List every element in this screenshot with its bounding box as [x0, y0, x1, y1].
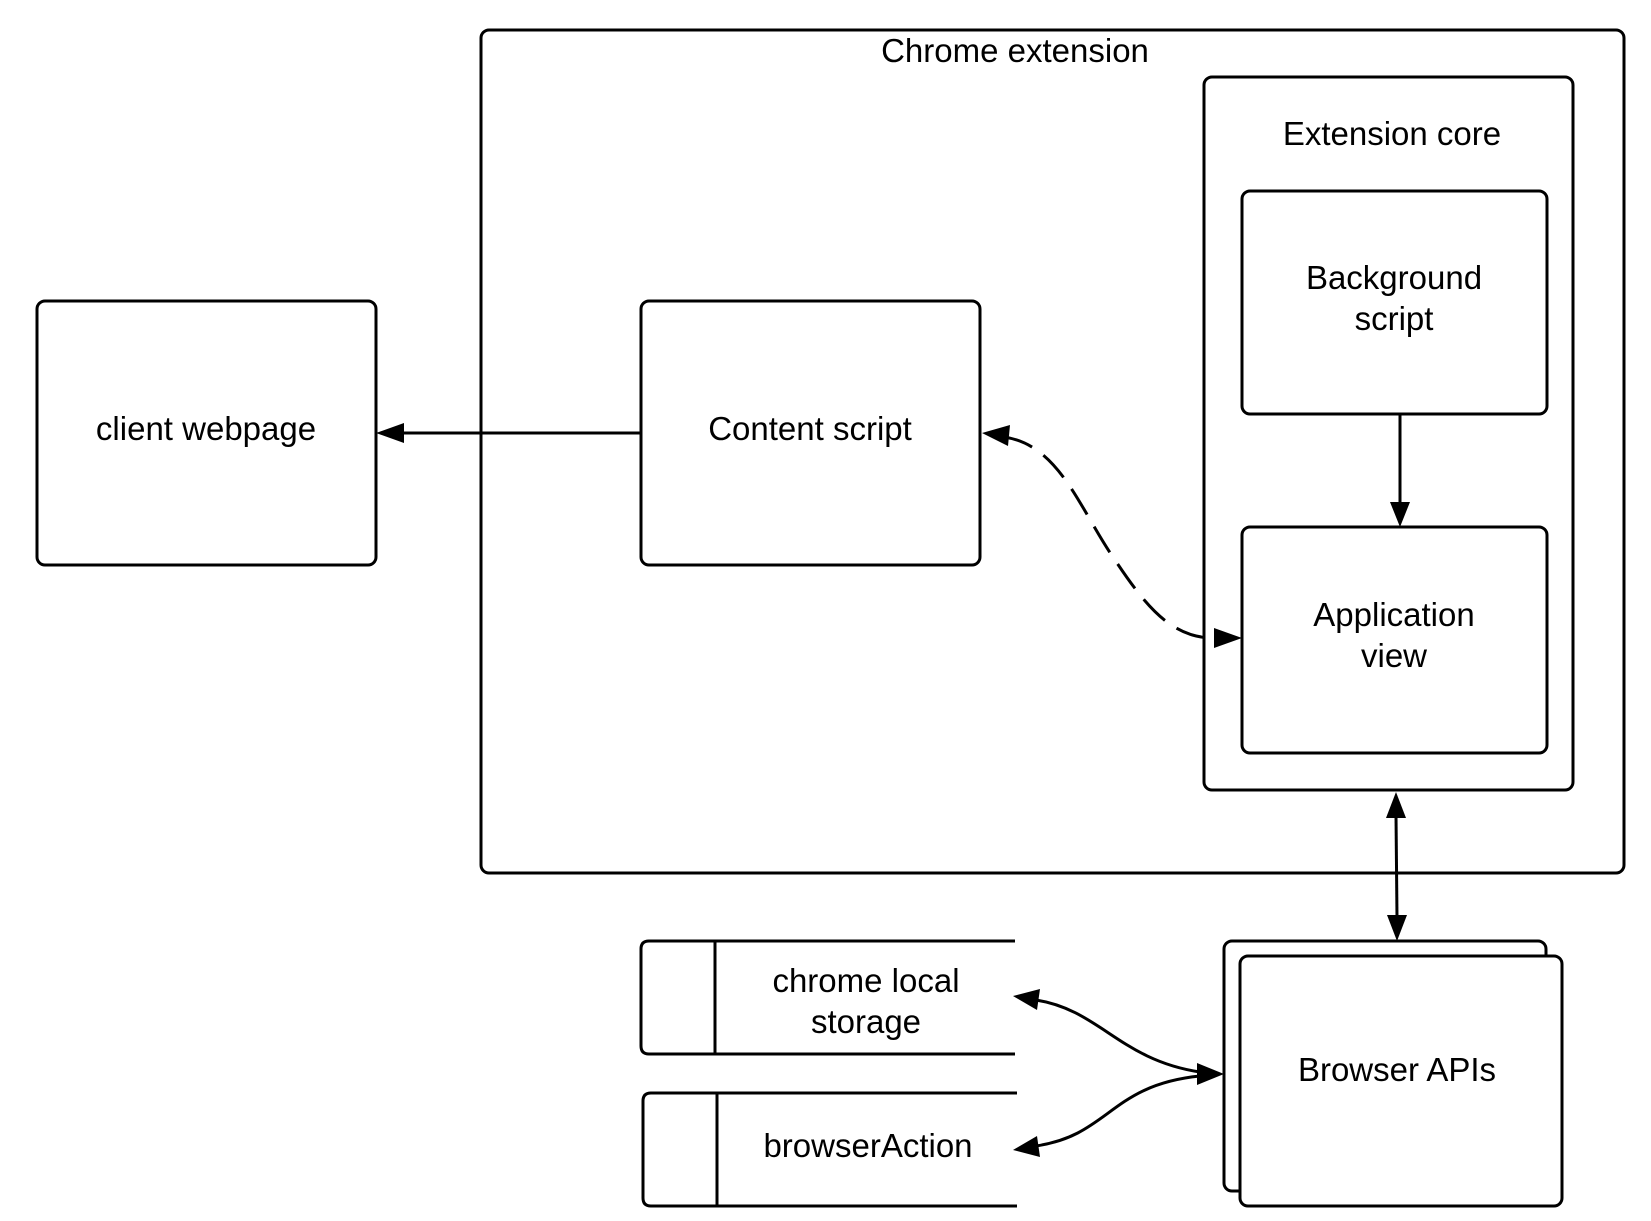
edge-content-script-to-application-view	[1003, 435, 1211, 640]
arrowhead-application-view-top	[1390, 502, 1410, 527]
extension-core-label: Extension core	[1283, 115, 1501, 152]
application-view-box	[1240, 525, 1549, 755]
background-script-box	[1240, 189, 1549, 416]
edge-browser-apis-to-local-storage	[1035, 998, 1201, 1074]
browser-apis-node: Browser APIs	[1222, 939, 1564, 1208]
chrome-extension-label: Chrome extension	[881, 32, 1149, 69]
chrome-local-storage-shape	[639, 939, 1015, 1056]
browser-apis-box	[1238, 954, 1564, 1208]
chrome-local-storage-label-line1: chrome local	[772, 962, 959, 999]
arrowhead-extension-core	[1386, 792, 1406, 818]
browser-action-node: browserAction	[641, 1091, 1017, 1208]
edges	[376, 414, 1410, 1157]
client-webpage-node: client webpage	[35, 299, 378, 567]
arrowhead-local-storage	[1013, 989, 1040, 1010]
arrowhead-content-script	[982, 425, 1010, 446]
arrowhead-application-view	[1214, 628, 1242, 648]
browser-action-shape	[641, 1091, 1017, 1208]
browser-action-label: browserAction	[763, 1127, 972, 1164]
client-webpage-label: client webpage	[96, 410, 316, 447]
arrowhead-browser-apis-left	[1197, 1063, 1224, 1085]
background-script-label-line1: Background	[1306, 259, 1482, 296]
edge-extension-core-to-browser-apis	[1394, 814, 1399, 919]
application-view-label-line2: view	[1361, 637, 1427, 674]
arrowhead-browser-action	[1013, 1136, 1040, 1157]
arrowhead-client-webpage	[376, 423, 404, 443]
application-view-label-line1: Application	[1313, 596, 1474, 633]
edge-browser-apis-to-browser-action	[1035, 1074, 1201, 1148]
application-view-node: Application view	[1240, 525, 1549, 755]
content-script-label: Content script	[708, 410, 912, 447]
chrome-local-storage-label-line2: storage	[811, 1003, 921, 1040]
browser-apis-label: Browser APIs	[1298, 1051, 1496, 1088]
background-script-node: Background script	[1240, 189, 1549, 416]
background-script-label-line2: script	[1355, 300, 1434, 337]
content-script-node: Content script	[639, 299, 982, 567]
chrome-local-storage-node: chrome local storage	[639, 939, 1015, 1056]
arrowhead-browser-apis-top	[1387, 915, 1407, 941]
